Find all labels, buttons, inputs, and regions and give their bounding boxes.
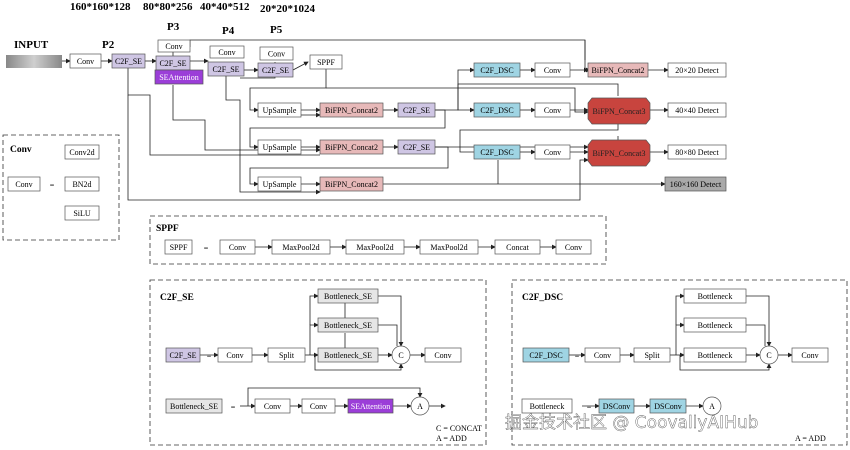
sppf-panel-conv-1: Conv xyxy=(229,243,246,252)
c2f-dsc-concat-op: C xyxy=(766,351,771,360)
c2f-se-panel-block: C2F_SE xyxy=(169,351,196,360)
input-label: INPUT xyxy=(14,39,49,51)
neck-upsample-3: UpSample xyxy=(263,180,297,189)
backbone-conv-1: Conv xyxy=(77,57,94,66)
sppf-panel-maxpool-3: MaxPool2d xyxy=(430,243,467,252)
backbone-conv-p5: Conv xyxy=(268,50,285,59)
conv-panel-conv: Conv xyxy=(15,180,32,189)
c2f-se-bottleneck-se-def: Bottleneck_SE xyxy=(170,402,218,411)
c2f-dsc-panel-conv-1: Conv xyxy=(594,351,611,360)
c2f-se-def-conv-2: Conv xyxy=(310,402,327,411)
c2f-se-def-eq: = xyxy=(231,403,236,412)
panel-conv xyxy=(2,134,120,241)
c2f-se-bottleneck-se-3: Bottleneck_SE xyxy=(324,351,372,360)
head-c2f-dsc-1: C2F_DSC xyxy=(480,66,513,75)
backbone-conv-p4: Conv xyxy=(218,48,235,57)
c2f-dsc-def-eq: = xyxy=(587,403,592,412)
level-p5: P5 xyxy=(270,24,283,36)
head-c2f-dsc-2: C2F_DSC xyxy=(480,106,513,115)
sppf-panel-maxpool-1: MaxPool2d xyxy=(282,243,319,252)
sppf-panel-sppf: SPPF xyxy=(170,243,188,252)
input-image xyxy=(6,55,62,68)
c2f-dsc-panel-conv-2: Conv xyxy=(801,351,818,360)
c2f-se-panel-split: Split xyxy=(279,351,295,360)
dim-p4: 40*40*512 xyxy=(200,1,250,13)
dim-p2: 160*160*128 xyxy=(70,1,131,13)
panel-c2f-dsc xyxy=(511,279,848,446)
panel-sppf xyxy=(149,215,607,265)
dim-p3: 80*80*256 xyxy=(143,1,193,13)
c2f-dsc-def-dsconv-2: DSConv xyxy=(654,402,682,411)
neck-bifpn-concat2-2: BiFPN_Concat2 xyxy=(325,143,378,152)
level-p4: P4 xyxy=(222,25,235,37)
c2f-se-bottleneck-se-2: Bottleneck_SE xyxy=(324,321,372,330)
conv-panel-eq: = xyxy=(50,181,55,190)
c2f-dsc-bottleneck-1: Bottleneck xyxy=(698,292,733,301)
head-bifpn-concat2: BiFPN_Concat2 xyxy=(592,66,645,75)
c2f-dsc-bottleneck-def: Bottleneck xyxy=(530,402,565,411)
head-bifpn-concat3-2: BiFPN_Concat3 xyxy=(593,149,646,158)
c2f-dsc-panel-block: C2F_DSC xyxy=(529,351,562,360)
level-p3: P3 xyxy=(167,21,180,33)
neck-c2f-se-2: C2F_SE xyxy=(403,143,430,152)
neck-bifpn-concat2-1: BiFPN_Concat2 xyxy=(325,106,378,115)
sppf-panel-eq: = xyxy=(204,244,209,253)
panel-c2f-se xyxy=(149,279,487,446)
c2f-se-add-op: A xyxy=(417,402,423,411)
conv-panel-conv2d: Conv2d xyxy=(69,148,94,157)
head-bifpn-concat3-1: BiFPN_Concat3 xyxy=(593,107,646,116)
c2f-dsc-panel-eq: = xyxy=(575,352,580,361)
c2f-se-concat-op: C xyxy=(398,351,403,360)
level-p2: P2 xyxy=(102,39,115,51)
c2f-dsc-bottleneck-3: Bottleneck xyxy=(698,351,733,360)
legend-concat: C = CONCAT xyxy=(436,424,482,433)
c2f-se-panel-conv-1: Conv xyxy=(226,351,243,360)
conv-panel-bn2d: BN2d xyxy=(72,180,91,189)
detect-160: 160×160 Detect xyxy=(670,180,722,189)
detect-40: 40×40 Detect xyxy=(675,106,719,115)
backbone-c2f-se-p4: C2F_SE xyxy=(212,65,239,74)
sppf-panel-concat: Concat xyxy=(506,243,529,252)
head-c2f-dsc-3: C2F_DSC xyxy=(480,148,513,157)
legend-add: A = ADD xyxy=(436,434,467,443)
c2f-se-panel-conv-2: Conv xyxy=(434,351,451,360)
c2f-se-def-seattention: SEAttention xyxy=(351,402,391,411)
c2f-dsc-add-op: A xyxy=(709,402,715,411)
panel-sppf-title: SPPF xyxy=(156,224,179,234)
c2f-se-panel-eq: = xyxy=(207,352,212,361)
c2f-dsc-def-dsconv-1: DSConv xyxy=(603,402,631,411)
backbone-conv-p3: Conv xyxy=(165,42,182,51)
head-conv-3: Conv xyxy=(544,148,561,157)
c2f-dsc-panel-split: Split xyxy=(644,351,660,360)
c2f-se-bottleneck-se-1: Bottleneck_SE xyxy=(324,292,372,301)
legend-add-2: A = ADD xyxy=(795,434,826,443)
c2f-se-def-conv-1: Conv xyxy=(264,402,281,411)
head-conv-2: Conv xyxy=(544,106,561,115)
backbone-c2f-se-p2: C2F_SE xyxy=(115,57,142,66)
c2f-dsc-bottleneck-2: Bottleneck xyxy=(698,321,733,330)
backbone-sppf: SPPF xyxy=(317,58,335,67)
detect-20: 20×20 Detect xyxy=(675,66,719,75)
panel-c2f-se-title: C2F_SE xyxy=(160,293,194,303)
watermark: 掘金技术社区 @ CoovallyAIHub xyxy=(505,413,758,433)
backbone-seattention: SEAttention xyxy=(159,73,199,82)
panel-c2f-dsc-title: C2F_DSC xyxy=(522,293,563,303)
head-conv-1: Conv xyxy=(544,66,561,75)
detect-80: 80×80 Detect xyxy=(675,148,719,157)
backbone-c2f-se-p3: C2F_SE xyxy=(159,59,186,68)
conv-panel-silu: SiLU xyxy=(73,209,91,218)
backbone-c2f-se-p5: C2F_SE xyxy=(262,66,289,75)
dim-p5: 20*20*1024 xyxy=(260,3,316,15)
neck-upsample-2: UpSample xyxy=(263,143,297,152)
neck-c2f-se-1: C2F_SE xyxy=(403,106,430,115)
neck-upsample-1: UpSample xyxy=(263,106,297,115)
sppf-panel-maxpool-2: MaxPool2d xyxy=(356,243,393,252)
neck-bifpn-concat2-3: BiFPN_Concat2 xyxy=(325,180,378,189)
sppf-panel-conv-2: Conv xyxy=(565,243,582,252)
panel-conv-title: Conv xyxy=(10,145,32,155)
